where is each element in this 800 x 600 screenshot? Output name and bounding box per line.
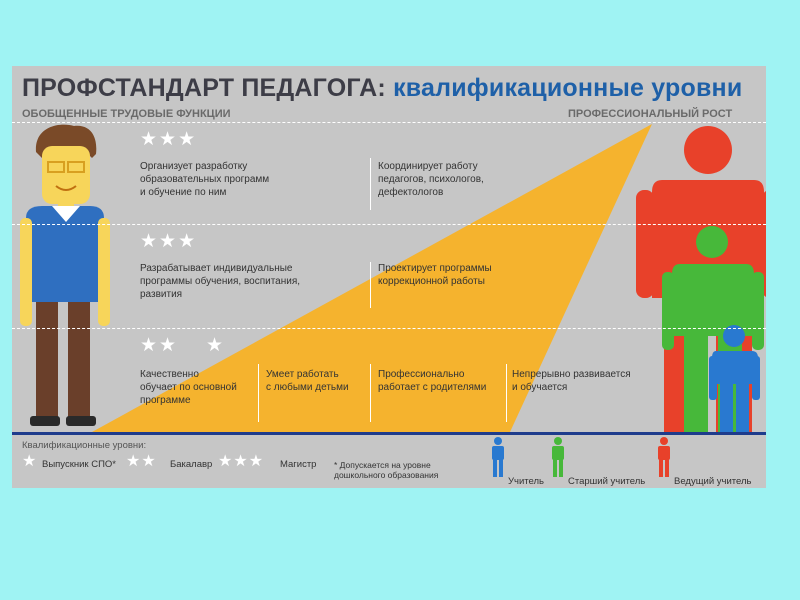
role-label-senior: Старший учитель (568, 476, 646, 487)
legend-stars-1: ★ (22, 453, 38, 470)
teacher-shoe-right (66, 416, 96, 426)
level3-item4: Непрерывно развивается и обучается (512, 369, 631, 393)
divider-row1 (370, 158, 371, 210)
divider-row3-c (506, 364, 507, 422)
legend-stars-3: ★★★ (218, 453, 265, 470)
baseline (12, 432, 766, 435)
level1-item1: Организует разработку образовательных пр… (140, 161, 270, 198)
diagram-graphics (12, 124, 766, 477)
title-part2: квалификационные уровни (393, 74, 743, 102)
teacher-figure (20, 124, 110, 426)
teacher-shoe-left (30, 416, 60, 426)
teacher-sweater (26, 206, 104, 302)
legend-figure-green (552, 437, 564, 477)
junior-teacher-figure (709, 325, 760, 432)
teacher-leg-right (68, 302, 90, 418)
separator-1 (12, 224, 766, 225)
legend-figure-red (658, 437, 670, 477)
teacher-head (42, 146, 90, 204)
role-label-lead: Ведущий учитель (674, 476, 752, 487)
divider-row3-b (370, 364, 371, 422)
level3-item2: Умеет работать с любыми детьми (266, 369, 349, 393)
level1-item2: Координирует работу педагогов, психолого… (378, 161, 484, 198)
legend-title: Квалификационные уровни: (22, 440, 147, 451)
level1-stars: ★★★ (140, 129, 198, 150)
level3-stars-a: ★★ (140, 335, 179, 356)
page-title: ПРОФСТАНДАРТ ПЕДАГОГА: квалификационные … (22, 74, 742, 103)
teacher-glasses-right (67, 161, 85, 173)
teacher-arm-right (98, 218, 110, 326)
infographic-card: ПРОФСТАНДАРТ ПЕДАГОГА: квалификационные … (12, 66, 766, 488)
level3-stars-b: ★ (206, 335, 226, 356)
legend-label-3: Магистр (280, 459, 317, 470)
legend-label-1: Выпускник СПО* (42, 459, 116, 470)
level3-item3: Профессионально работает с родителями (378, 369, 487, 393)
role-label-teacher: Учитель (508, 476, 544, 487)
separator-2 (12, 328, 766, 329)
teacher-leg-left (36, 302, 58, 418)
legend-stars-2: ★★ (126, 453, 157, 470)
header-left: ОБОБЩЕННЫЕ ТРУДОВЫЕ ФУНКЦИИ (22, 108, 231, 120)
legend-label-2: Бакалавр (170, 459, 213, 470)
title-part1: ПРОФСТАНДАРТ ПЕДАГОГА: (22, 74, 386, 102)
header-right: ПРОФЕССИОНАЛЬНЫЙ РОСТ (568, 108, 733, 120)
teacher-arm-left (20, 218, 32, 326)
level2-item1: Разрабатывает индивидуальные программы о… (140, 263, 301, 300)
level3-item1: Качественно обучает по основной программ… (140, 369, 237, 406)
divider-row2 (370, 262, 371, 308)
teacher-collar (52, 206, 80, 222)
legend-footnote: * Допускается на уровне дошкольного обра… (334, 460, 439, 480)
teacher-smile (55, 185, 77, 191)
separator-top (12, 122, 766, 123)
teacher-glasses-left (47, 161, 65, 173)
legend-figure-blue (492, 437, 504, 477)
divider-row3-a (258, 364, 259, 422)
level2-item2: Проектирует программы коррекционной рабо… (378, 263, 492, 287)
growth-triangle (92, 124, 652, 432)
level2-stars: ★★★ (140, 231, 198, 252)
